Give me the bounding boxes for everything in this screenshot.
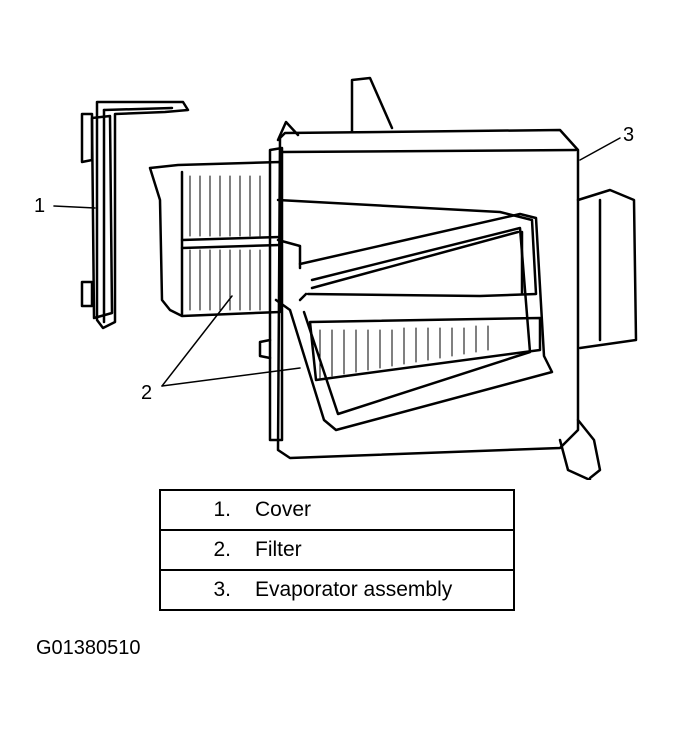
- figure-id: G01380510: [36, 637, 141, 659]
- callout-leaders: [53, 137, 621, 387]
- cover-part: [80, 100, 190, 330]
- leader-2a: [161, 295, 233, 387]
- legend-label: Filter: [233, 529, 514, 570]
- callout-2: 2: [141, 382, 153, 404]
- legend-number: 2.: [160, 529, 233, 570]
- callout-3: 3: [623, 124, 635, 146]
- legend-number: 3.: [160, 569, 233, 610]
- evaporator-exploded-drawing: [53, 76, 638, 480]
- legend-number: 1.: [213, 498, 231, 521]
- leader-3: [579, 137, 621, 161]
- legend-row: 1. Cover: [160, 490, 514, 530]
- legend-label: Evaporator assembly: [233, 569, 514, 610]
- callout-1: 1: [34, 195, 46, 217]
- parts-legend-table: 1. Cover 2. Filter 3. Evaporator assembl…: [159, 489, 515, 611]
- evaporator-assembly-part: [258, 76, 638, 480]
- legend-row: 2. Filter: [160, 529, 514, 570]
- filter-part: [148, 160, 542, 382]
- legend-row: 3. Evaporator assembly: [160, 569, 514, 610]
- legend-label: Cover: [255, 498, 312, 521]
- leader-2b: [161, 367, 301, 387]
- leader-1: [53, 205, 96, 209]
